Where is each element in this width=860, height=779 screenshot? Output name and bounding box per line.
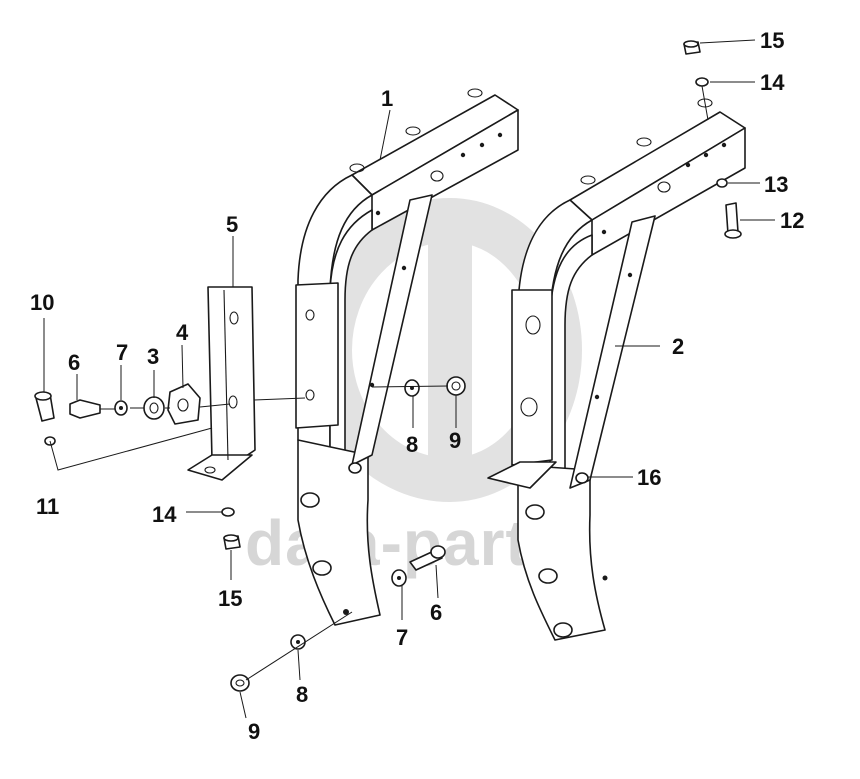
nut-15-left bbox=[223, 534, 241, 550]
callout-12: 12 bbox=[780, 208, 804, 233]
callout-1: 1 bbox=[381, 86, 393, 111]
callout-8-bottom: 8 bbox=[296, 682, 308, 707]
callout-14-right: 14 bbox=[760, 70, 785, 95]
callout-5: 5 bbox=[226, 212, 238, 237]
callout-9-center: 9 bbox=[449, 428, 461, 453]
frame-arm-right bbox=[487, 98, 746, 641]
washer-3 bbox=[143, 396, 165, 420]
bolt-6-left bbox=[69, 399, 101, 419]
callout-13: 13 bbox=[764, 172, 788, 197]
bolt-10 bbox=[34, 391, 55, 422]
callout-16: 16 bbox=[637, 465, 661, 490]
nut-9-bottom bbox=[230, 674, 250, 692]
callout-11: 11 bbox=[36, 494, 59, 519]
callout-8-center: 8 bbox=[406, 432, 418, 457]
bolt-6-bottom bbox=[409, 545, 446, 571]
callout-6-bottom: 6 bbox=[430, 600, 442, 625]
callout-14-left: 14 bbox=[152, 502, 177, 527]
callout-3: 3 bbox=[147, 344, 159, 369]
callout-labels: 1 2 3 4 5 6 6 7 7 8 8 9 9 10 11 12 13 14… bbox=[30, 28, 804, 744]
l-bracket bbox=[187, 286, 256, 481]
washer-7-left bbox=[114, 400, 128, 416]
callout-4: 4 bbox=[176, 320, 189, 345]
washer-14-right bbox=[695, 77, 709, 87]
callout-6-left: 6 bbox=[68, 350, 80, 375]
callout-2: 2 bbox=[672, 334, 684, 359]
nut-14-left bbox=[221, 507, 235, 517]
bolt-12 bbox=[724, 202, 742, 239]
washer-13 bbox=[716, 178, 728, 188]
washer-7-bottom bbox=[391, 569, 407, 587]
callout-9-bottom: 9 bbox=[248, 719, 260, 744]
watermark-text: data-parts bbox=[245, 507, 564, 579]
frame-arm-left bbox=[295, 88, 519, 626]
nut-15-right bbox=[683, 40, 701, 55]
callout-15-left: 15 bbox=[218, 586, 242, 611]
callout-7-left: 7 bbox=[116, 340, 128, 365]
callout-7-bottom: 7 bbox=[396, 625, 408, 650]
plate-4 bbox=[167, 383, 201, 425]
washer-8-center bbox=[404, 379, 420, 397]
leader-lines bbox=[43, 39, 775, 719]
callout-10: 10 bbox=[30, 290, 54, 315]
nut-9-center bbox=[446, 376, 466, 396]
callout-15-right: 15 bbox=[760, 28, 784, 53]
